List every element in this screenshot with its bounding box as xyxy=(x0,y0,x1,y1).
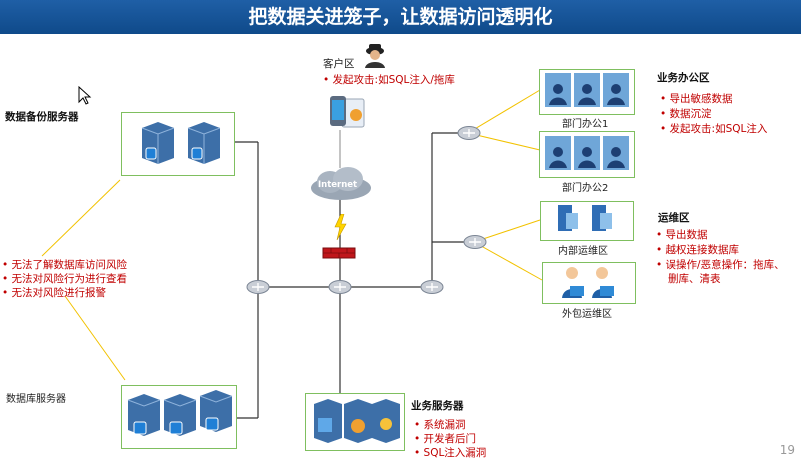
router-icon xyxy=(246,280,270,294)
left-risk-item: • 无法了解数据库访问风险 xyxy=(2,259,128,271)
ops-risk-item: • 越权连接数据库 xyxy=(656,244,740,256)
ops-risk-item: • 导出数据 xyxy=(656,229,708,241)
workstation-user-icon xyxy=(545,136,629,170)
ops-risk-label: 越权连接数据库 xyxy=(665,244,740,256)
biz-risk-item: • 开发者后门 xyxy=(414,433,477,445)
office-risk-label: 导出敏感数据 xyxy=(669,93,733,105)
left-risk-item: • 无法对风险进行报警 xyxy=(2,287,107,299)
db-server-label: 数据库服务器 xyxy=(6,394,66,405)
ops-user-icon xyxy=(562,267,614,298)
external-ops-label: 外包运维区 xyxy=(562,309,612,320)
office-risk-label: 发起攻击:如SQL注入 xyxy=(669,123,768,135)
ops-zone-label: 运维区 xyxy=(658,212,690,224)
client-attack-label: 发起攻击:如SQL注入/拖库 xyxy=(332,74,455,86)
biz-risk-label: SQL注入漏洞 xyxy=(423,447,487,459)
dept1-label: 部门办公1 xyxy=(562,119,609,130)
title-bar xyxy=(0,0,801,34)
router-icon xyxy=(420,280,444,294)
app-server-icon xyxy=(314,399,400,443)
left-risk-label: 无法了解数据库访问风险 xyxy=(11,259,128,271)
biz-server-label: 业务服务器 xyxy=(411,400,464,412)
dept2-label: 部门办公2 xyxy=(562,183,609,194)
mouse-cursor-icon xyxy=(78,86,92,105)
office-risk-item: • 导出敏感数据 xyxy=(660,93,733,105)
left-risk-label: 无法对风险行为进行查看 xyxy=(11,273,128,285)
client-attack-text: • 发起攻击:如SQL注入/拖库 xyxy=(323,74,455,86)
internal-ops-label: 内部运维区 xyxy=(558,246,608,257)
office-risk-item: • 数据沉淀 xyxy=(660,108,712,120)
mobile-device-icon xyxy=(330,96,365,128)
lightning-icon xyxy=(334,214,347,240)
ops-terminal-icon xyxy=(558,205,612,231)
biz-risk-item: • SQL注入漏洞 xyxy=(414,447,487,459)
cloud-icon xyxy=(311,167,371,200)
ops-risk-label: 导出数据 xyxy=(665,229,708,241)
router-icon xyxy=(457,126,481,140)
biz-risk-item: • 系统漏洞 xyxy=(414,419,466,431)
ops-risk-label: 误操作/恶意操作：拖库、 xyxy=(665,259,785,271)
left-risk-label: 无法对风险进行报警 xyxy=(11,287,107,299)
internal-ops-box xyxy=(540,201,634,241)
workstation-user-icon xyxy=(545,73,629,107)
ops-risk-continuation: 删库、清表 xyxy=(668,273,721,285)
server-lock-icon xyxy=(127,390,233,436)
client-zone-label: 客户区 xyxy=(323,58,355,70)
office-zone-label: 业务办公区 xyxy=(657,72,710,84)
router-icon xyxy=(463,235,487,249)
hacker-icon xyxy=(365,44,385,68)
firewall-icon xyxy=(322,247,356,259)
server-lock-icon xyxy=(141,122,221,164)
router-icon xyxy=(328,280,352,294)
biz-risk-label: 系统漏洞 xyxy=(423,419,466,431)
external-ops-box xyxy=(542,262,636,304)
biz-risk-label: 开发者后门 xyxy=(423,433,477,445)
left-risk-item: • 无法对风险行为进行查看 xyxy=(2,273,128,285)
page-number: 19 xyxy=(779,443,795,457)
office-risk-item: • 发起攻击:如SQL注入 xyxy=(660,123,768,135)
office-risk-label: 数据沉淀 xyxy=(669,108,712,120)
ops-risk-item: • 误操作/恶意操作：拖库、 xyxy=(656,259,785,271)
backup-server-label: 数据备份服务器 xyxy=(5,111,79,123)
page-title: 把数据关进笼子，让数据访问透明化 xyxy=(248,6,553,28)
internet-label: Internet xyxy=(318,180,358,190)
